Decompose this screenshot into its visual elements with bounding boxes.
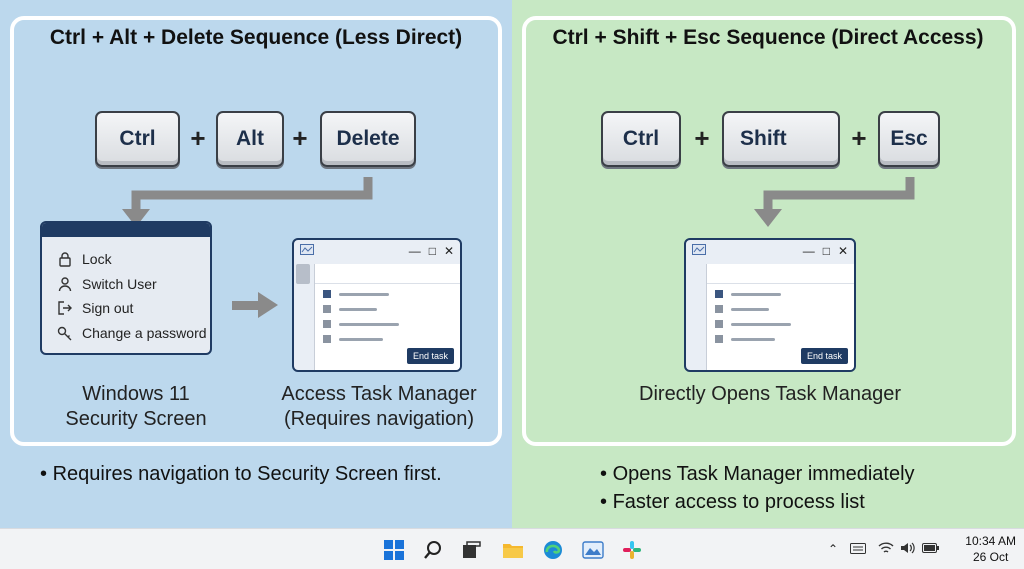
right-title: Ctrl + Shift + Esc Sequence (Direct Acce… [552, 26, 984, 49]
right-panel: Ctrl + Shift + Esc Sequence (Direct Acce… [512, 0, 1024, 528]
close-icon: ✕ [837, 244, 848, 258]
task-view-icon[interactable] [461, 539, 483, 561]
edge-browser-icon[interactable] [542, 539, 564, 561]
task-manager-content: End task [706, 264, 854, 370]
security-item-lock: Lock [42, 247, 210, 272]
down-arrow-icon [754, 177, 915, 227]
wifi-icon[interactable] [878, 541, 894, 558]
bullet-item: • Opens Task Manager immediately [600, 463, 915, 485]
security-item-switch-user: Switch User [42, 272, 210, 297]
down-arrow-icon [122, 177, 373, 227]
sign-out-icon [56, 300, 74, 316]
key-delete: Delete [320, 111, 416, 167]
left-bullets: • Requires navigation to Security Screen… [40, 460, 442, 488]
keyboard-icon[interactable] [850, 543, 866, 557]
task-manager-window: — □ ✕ End task [292, 238, 462, 372]
security-item-change-password: Change a password [42, 321, 210, 346]
left-title: Ctrl + Alt + Delete Sequence (Less Direc… [49, 26, 463, 49]
taskbar: ⌃ 10:34 AM 26 Oct [0, 528, 1024, 569]
battery-icon[interactable] [922, 542, 940, 557]
key-alt: Alt [216, 111, 284, 167]
minimize-icon: — [408, 244, 421, 258]
system-clock[interactable]: 10:34 AM 26 Oct [965, 533, 1016, 565]
file-explorer-icon[interactable] [502, 539, 524, 561]
caption-security-screen: Windows 11 Security Screen [65, 383, 207, 430]
volume-icon[interactable] [900, 541, 916, 558]
key-ctrl: Ctrl [601, 111, 681, 167]
security-item-sign-out: Sign out [42, 296, 210, 321]
maximize-icon: □ [822, 244, 830, 258]
left-panel: Ctrl + Alt + Delete Sequence (Less Direc… [0, 0, 512, 528]
slack-icon[interactable] [621, 539, 643, 561]
task-manager-app-icon [300, 242, 314, 260]
bullet-item: • Requires navigation to Security Screen… [40, 463, 442, 485]
key-ctrl: Ctrl [95, 111, 180, 167]
bullet-item: • Faster access to process list [600, 491, 865, 513]
security-screen: Lock Switch User Sign out Change a passw… [40, 221, 212, 355]
maximize-icon: □ [428, 244, 436, 258]
sidebar-strip [296, 264, 310, 284]
lock-icon [56, 251, 74, 267]
chevron-up-icon[interactable]: ⌃ [828, 542, 839, 556]
search-icon[interactable] [422, 539, 444, 561]
left-card [10, 16, 502, 446]
right-arrow-icon [232, 292, 278, 318]
key-shift: Shift [722, 111, 840, 167]
end-task-button: End task [406, 348, 454, 364]
key-icon [56, 325, 74, 341]
task-manager-window: — □ ✕ End task [684, 238, 856, 372]
close-icon: ✕ [443, 244, 454, 258]
task-manager-content: End task [314, 264, 460, 370]
photos-icon[interactable] [582, 539, 604, 561]
key-esc: Esc [878, 111, 940, 167]
windows-start-icon[interactable] [383, 539, 405, 561]
caption-access-task-manager: Access Task Manager (Requires navigation… [281, 383, 477, 430]
clock-time: 10:34 AM [965, 534, 1016, 548]
plus-sign: + [694, 123, 710, 153]
caption-directly-opens: Directly Opens Task Manager [639, 383, 901, 405]
task-manager-app-icon [692, 242, 706, 260]
plus-sign: + [190, 123, 206, 153]
end-task-button: End task [800, 348, 848, 364]
plus-sign: + [292, 123, 308, 153]
clock-date: 26 Oct [972, 550, 1009, 564]
minimize-icon: — [802, 244, 815, 258]
right-card [522, 16, 1016, 446]
right-bullets: • Opens Task Manager immediately • Faste… [600, 460, 915, 516]
user-icon [56, 276, 74, 292]
plus-sign: + [851, 123, 867, 153]
